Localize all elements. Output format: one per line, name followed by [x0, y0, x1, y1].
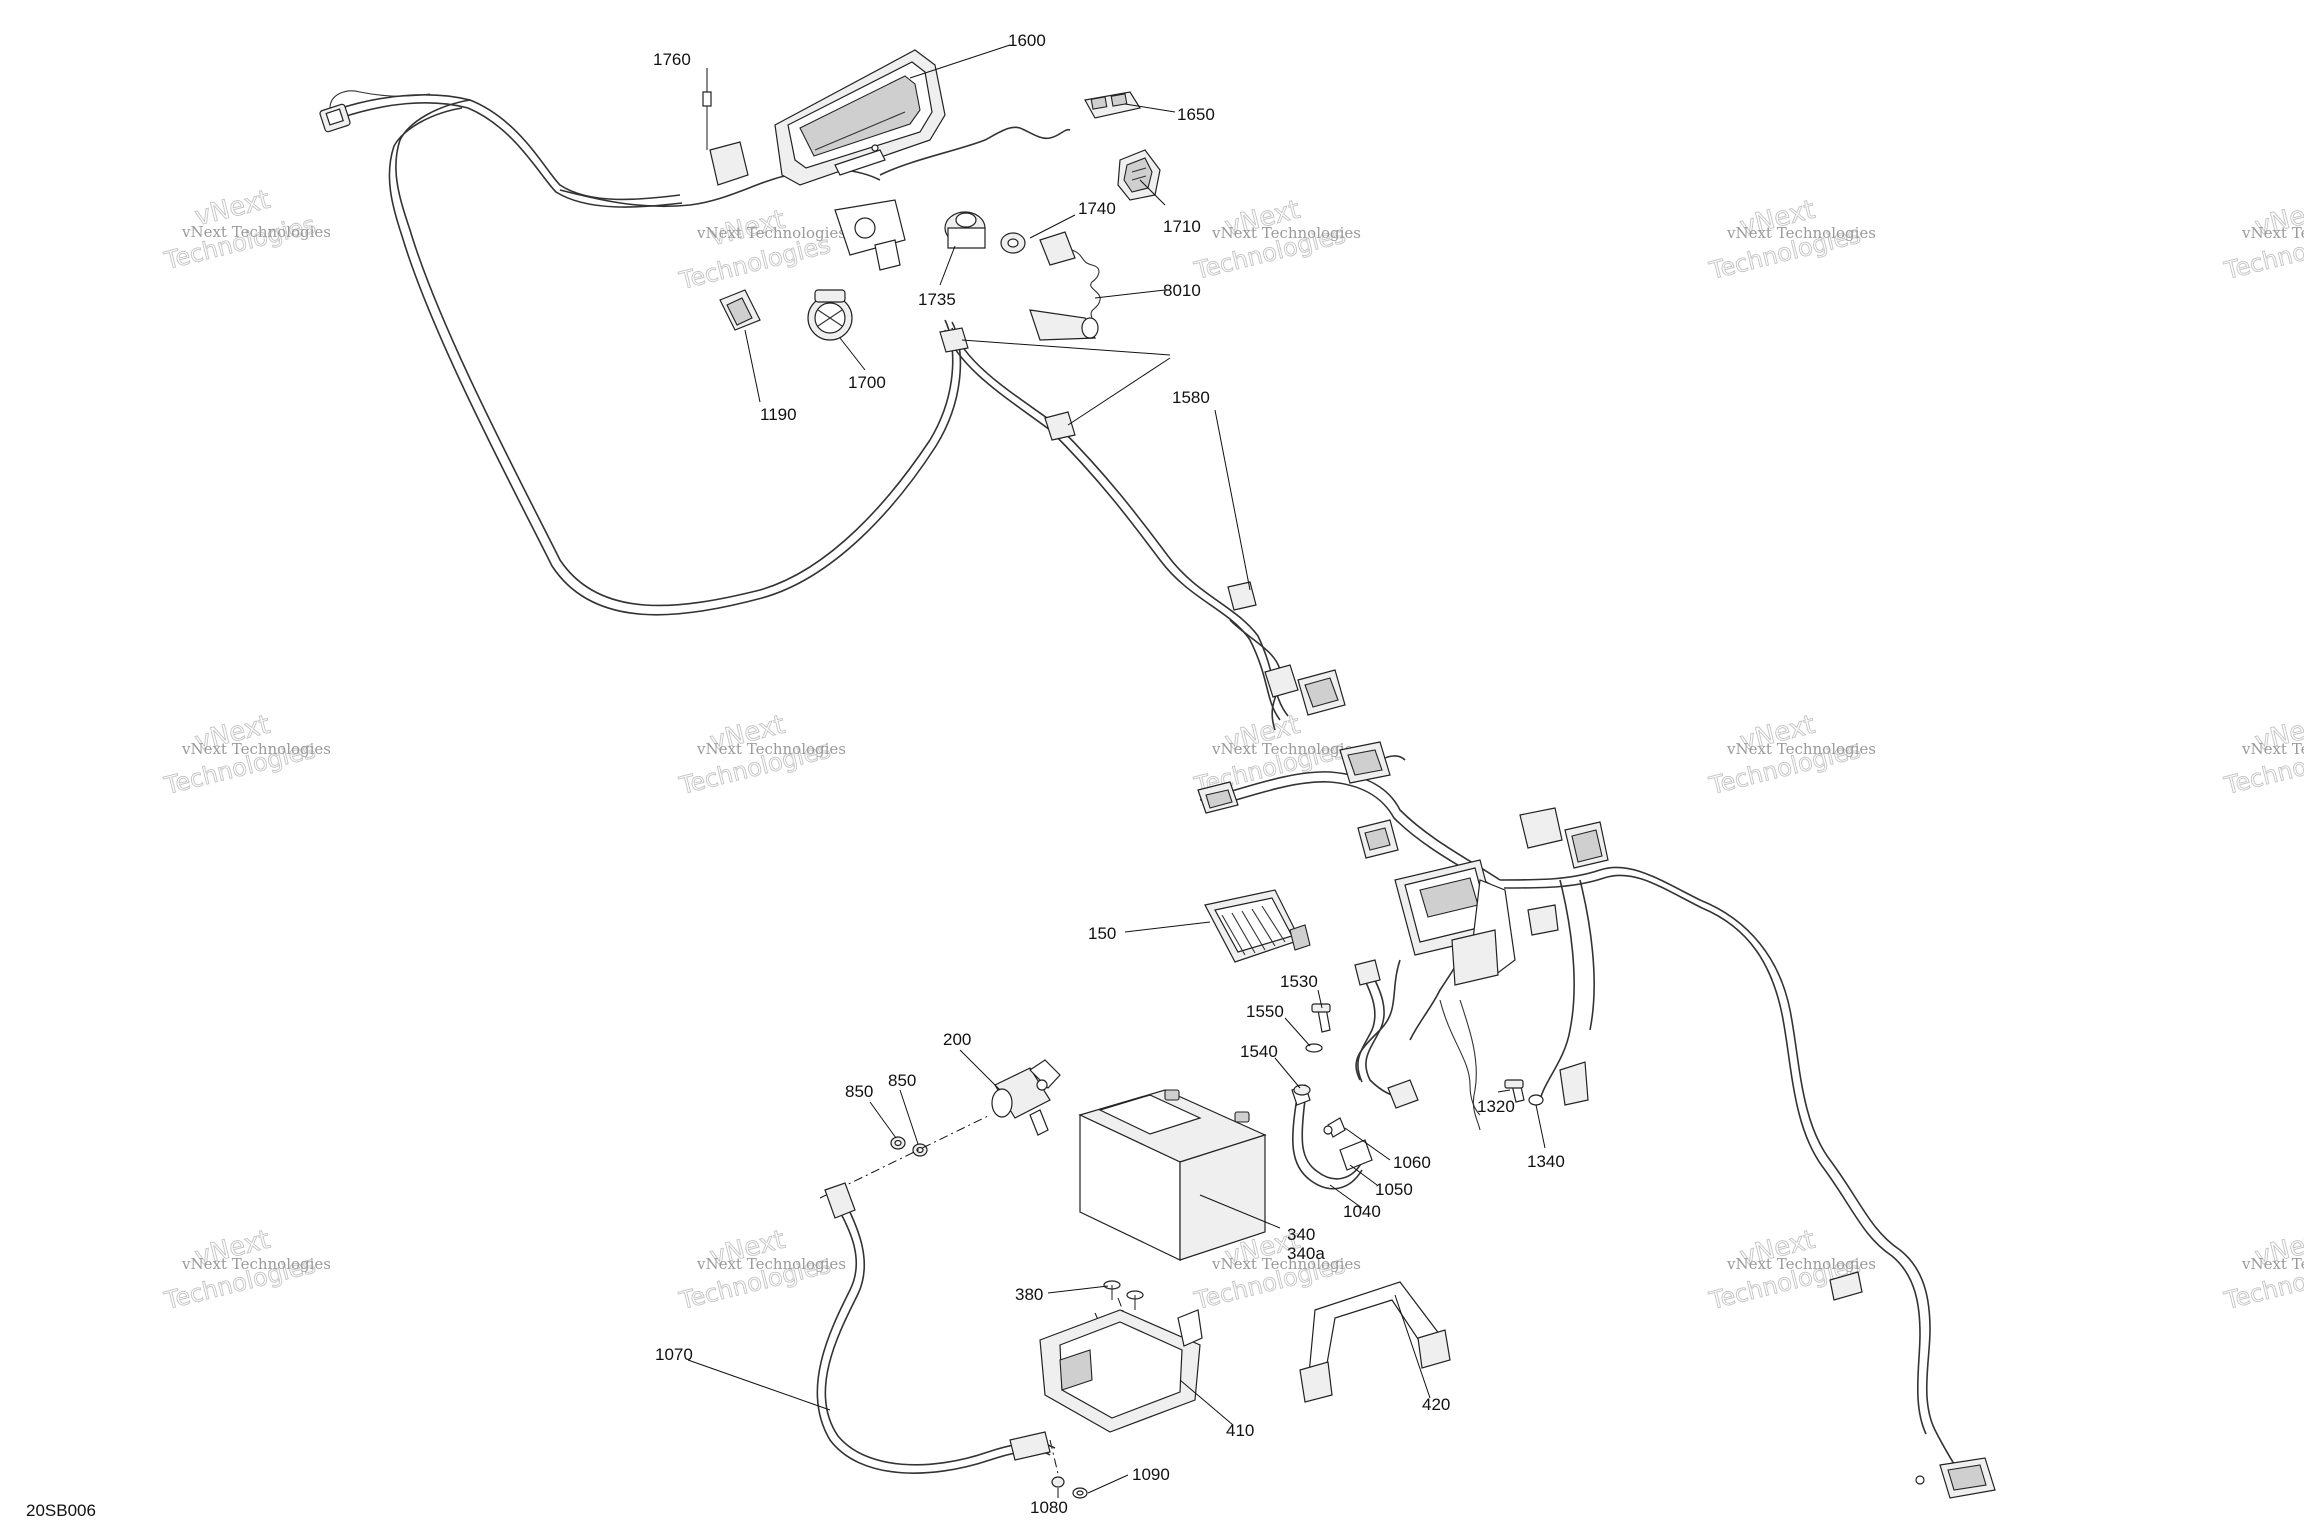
- callout-1190: 1190: [760, 405, 797, 424]
- callout-410: 410: [1226, 1421, 1254, 1440]
- callout-1700: 1700: [848, 373, 886, 392]
- switch-1735: [944, 211, 986, 249]
- callout-1540: 1540: [1240, 1042, 1278, 1061]
- watermark-text: vNext Technologies: [181, 740, 331, 758]
- callout-1040: 1040: [1343, 1202, 1381, 1221]
- watermark-text: vNext Technologies: [1726, 740, 1876, 758]
- watermark-text: vNext Technologies: [181, 223, 331, 241]
- connector-far-right: [1829, 1271, 1996, 1499]
- battery-cable-1070: [816, 1182, 1056, 1474]
- watermark: vNext Technologies: [676, 204, 834, 295]
- callout-1735: 1735: [918, 290, 956, 309]
- connector-1320-area: [1527, 904, 1589, 1106]
- lower-wiring-harness: [1199, 755, 1961, 1481]
- bolt-1060: [1323, 1117, 1346, 1138]
- battery-tray: [1039, 1309, 1203, 1433]
- nut-850-b: [912, 1143, 928, 1157]
- watermark-text: vNext Technologies: [1211, 224, 1361, 242]
- instrument-cluster: [774, 49, 946, 186]
- callout-1060: 1060: [1393, 1153, 1431, 1172]
- battery: [1078, 1089, 1267, 1261]
- callout-340a: 340a: [1287, 1244, 1325, 1263]
- callout-1530: 1530: [1280, 972, 1318, 991]
- callout-labels: 1760 1600 1650 1710 1740 1735 8010 1190 …: [653, 31, 1565, 1517]
- harness-end-connector: [319, 103, 351, 133]
- watermark-text: vNext Technologies: [696, 740, 846, 758]
- callout-1070: 1070: [655, 1345, 693, 1364]
- connector-left-lower: [1197, 781, 1239, 814]
- callout-8010: 8010: [1163, 281, 1201, 300]
- watermark-text: vNext Technologies: [696, 224, 846, 242]
- harness-clip-1580-a: [939, 327, 969, 353]
- callout-1580: 1580: [1172, 388, 1210, 407]
- callout-1320: 1320: [1477, 1097, 1515, 1116]
- callout-1760: 1760: [653, 50, 691, 69]
- voltage-regulator: [1204, 889, 1311, 963]
- harness-clip-1580-c: [1227, 581, 1257, 611]
- leader-lines: [687, 44, 1546, 1498]
- washer-1550: [1305, 1043, 1323, 1053]
- connector-1700: [807, 289, 853, 341]
- nut-1740: [1000, 232, 1026, 254]
- watermark-text: vNext Technologies: [696, 1255, 846, 1273]
- bolt-1320: [1504, 1079, 1525, 1103]
- nut-1540: [1293, 1084, 1311, 1096]
- callout-200: 200: [943, 1030, 971, 1049]
- callout-1050: 1050: [1375, 1180, 1413, 1199]
- battery-strap: [1299, 1281, 1451, 1403]
- washer-1340: [1528, 1094, 1544, 1106]
- callout-850-a: 850: [845, 1082, 873, 1101]
- callout-1650: 1650: [1177, 105, 1215, 124]
- callout-1090: 1090: [1132, 1465, 1170, 1484]
- screw-380-b: [1126, 1290, 1144, 1310]
- sensor-8010: [1029, 231, 1101, 341]
- fuse-box: [1394, 859, 1516, 986]
- callout-150: 150: [1088, 924, 1116, 943]
- mid-harness-connectors: [1264, 664, 1346, 716]
- nut-1080: [1051, 1476, 1065, 1488]
- callout-1600: 1600: [1008, 31, 1046, 50]
- connector-1190: [719, 289, 761, 331]
- callout-340: 340: [1287, 1225, 1315, 1244]
- screw-380-a: [1103, 1280, 1121, 1300]
- watermark-text: vNext Technologies: [1211, 1255, 1361, 1273]
- callout-1340: 1340: [1527, 1152, 1565, 1171]
- callout-420: 420: [1422, 1395, 1450, 1414]
- bolt-1530: [1311, 1003, 1331, 1033]
- callout-1550: 1550: [1246, 1002, 1284, 1021]
- nut-850-a: [890, 1136, 906, 1150]
- switch-bracket-assembly: [709, 141, 906, 271]
- screw-1760: [702, 91, 712, 150]
- connector-1650: [1084, 91, 1141, 119]
- connector-right-pair: [1519, 807, 1609, 869]
- watermark-text: vNext Technologies: [181, 1255, 331, 1273]
- ground-cable-1040: [1291, 1084, 1373, 1190]
- watermark-text: vNext Technologies: [1211, 740, 1361, 758]
- watermark-text: vNext Technologies: [1726, 224, 1876, 242]
- watermark-text: vNext Technologies: [2241, 740, 2304, 758]
- connector-upper-relay: [1339, 741, 1391, 784]
- callout-850-b: 850: [888, 1071, 916, 1090]
- watermark-text: vNext Technologies: [2241, 1255, 2304, 1273]
- harness-clip-1580-b: [1044, 411, 1076, 441]
- callout-1710: 1710: [1163, 217, 1201, 236]
- washer-1090: [1072, 1487, 1088, 1499]
- starter-solenoid: [991, 1059, 1061, 1136]
- figure-code: 20SB006: [26, 1501, 96, 1520]
- callout-380: 380: [1015, 1285, 1043, 1304]
- connector-1710: [1117, 149, 1161, 201]
- connector-mid-lower: [1357, 819, 1399, 859]
- battery-cable-positive: [1354, 959, 1481, 1116]
- callout-1080: 1080: [1030, 1498, 1068, 1517]
- watermark-text: vNext Technologies: [1726, 1255, 1876, 1273]
- watermark-text: vNext Technologies: [2241, 224, 2304, 242]
- callout-1740: 1740: [1078, 199, 1116, 218]
